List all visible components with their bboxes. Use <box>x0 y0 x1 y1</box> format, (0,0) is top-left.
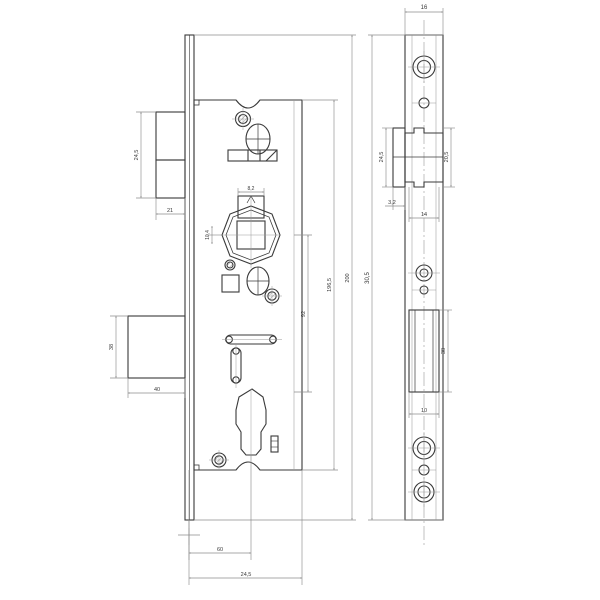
side-section-view <box>127 34 303 521</box>
dim-label-latch-proj-w: 21 <box>167 208 173 214</box>
latch-tail-slider <box>227 149 278 162</box>
dim-label-front-latch-d: 20,5 <box>444 152 450 163</box>
dim-label-front-deadbolt-w: 10 <box>421 408 427 414</box>
dim-front-latch-width: 14 <box>408 187 440 222</box>
dim-deadbolt-height: 38 <box>109 315 128 379</box>
dim-latch-projection-width: 21 <box>155 198 186 220</box>
fixing-hole-top <box>245 123 271 155</box>
dim-deadbolt-width: 40 <box>127 378 186 398</box>
screw-boss-top <box>232 108 254 130</box>
pin-hole-mid-front <box>412 285 436 295</box>
dim-label-overall: 24,5 <box>241 572 252 578</box>
dim-label-follower-sq: 8,2 <box>248 186 255 192</box>
latch-bolt-projection <box>155 111 186 199</box>
dim-latch-projection-height: 24,5 <box>134 111 156 199</box>
pin-hole-bottom-front <box>412 464 436 476</box>
case-corner-tick-top <box>193 99 200 106</box>
front-faceplate-view <box>392 20 444 545</box>
dim-label-case-92: 92 <box>301 311 307 317</box>
dim-front-latch-depth: 20,5 <box>443 127 455 188</box>
dim-label-faceplate-width: 16 <box>421 5 428 11</box>
dim-front-latch-height: 24,5 <box>379 127 393 188</box>
dim-front-deadbolt-width: 10 <box>408 392 440 418</box>
pin-hole-top-front <box>412 97 436 109</box>
case-corner-tick-bottom <box>193 464 200 471</box>
dim-case-height-92: 92 <box>294 234 312 393</box>
dim-label-front-latch-h: 24,5 <box>379 152 385 163</box>
fixing-hole-top-front <box>408 51 440 83</box>
dimension-layer: 16 30,5 24,5 20,5 3,2 <box>109 5 455 585</box>
screw-boss-lower <box>262 286 282 306</box>
fixing-hole-mid-front <box>408 264 440 282</box>
dim-label-front-gap: 3,2 <box>388 200 396 206</box>
spring-bar-horizontal <box>222 334 282 345</box>
dim-follower-square: 8,2 <box>237 186 265 196</box>
deadbolt-front <box>408 309 440 393</box>
cylinder-screw-slot <box>270 435 279 453</box>
dim-label-deadbolt-w: 40 <box>154 387 160 393</box>
square-hole <box>221 274 240 293</box>
dim-label-front-latch-w: 14 <box>421 212 427 218</box>
dim-label-backset: 60 <box>217 547 223 553</box>
screw-boss-bottom <box>209 450 229 470</box>
dim-overall-depth: 24,5 <box>188 470 303 585</box>
screw-boss-mid <box>224 259 236 271</box>
dim-front-deadbolt-height: 38 <box>439 309 452 393</box>
dim-label-plate-200: 200 <box>345 273 351 282</box>
spring-bar-vertical <box>230 344 242 388</box>
follower-hub <box>221 195 281 268</box>
dim-label-deadbolt-h: 38 <box>109 344 115 350</box>
dim-front-gap: 3,2 <box>385 187 406 210</box>
dim-faceplate-height-overall: 30,5 <box>365 34 443 521</box>
dim-faceplate-width: 16 <box>404 5 444 35</box>
dim-case-height-196: 196,5 <box>302 99 338 471</box>
dim-label-case-196: 196,5 <box>327 278 333 292</box>
dim-label-front-deadbolt-h: 38 <box>441 348 447 354</box>
fixing-hole-mid <box>246 266 270 296</box>
fixing-hole-lowest-front <box>408 477 440 507</box>
dim-label-follower-off: 10,4 <box>205 230 211 240</box>
fixing-hole-bottom-front <box>408 432 440 464</box>
dim-plate-height-200: 200 <box>194 34 356 521</box>
deadbolt-projection <box>127 315 186 379</box>
dim-label-200: 30,5 <box>365 272 371 284</box>
dim-label-latch-proj-h: 24,5 <box>134 150 140 161</box>
latch-bolt-front <box>392 127 444 188</box>
dim-follower-offset: 10,4 <box>205 225 222 245</box>
